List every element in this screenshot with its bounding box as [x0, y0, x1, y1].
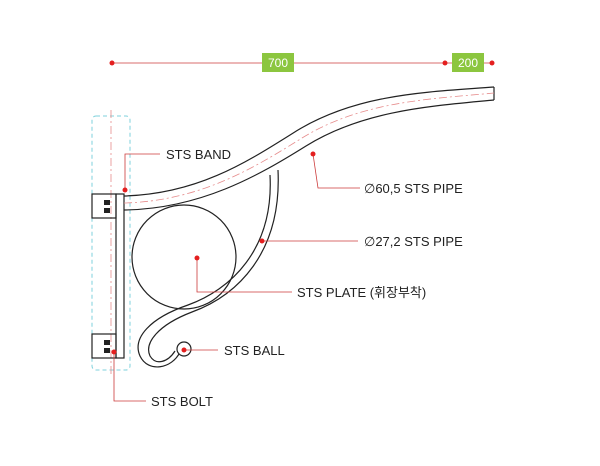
dimension-line — [109, 60, 495, 66]
leader-dots — [111, 151, 316, 355]
dim-200: 200 — [452, 53, 484, 72]
plate-circle — [131, 204, 237, 310]
label-pipe-60: ∅60,5 STS PIPE — [364, 181, 463, 196]
large-pipe-centerline — [123, 92, 495, 204]
leader-lines — [113, 153, 360, 402]
large-pipe — [123, 86, 495, 211]
label-sts-band: STS BAND — [166, 147, 231, 162]
dim-700: 700 — [262, 53, 294, 72]
label-sts-plate: STS PLATE (휘장부착) — [297, 285, 426, 300]
label-pipe-27: ∅27,2 STS PIPE — [364, 234, 463, 249]
dim-200-text: 200 — [458, 56, 478, 70]
mount-plate — [91, 193, 125, 359]
bolt-heads — [104, 200, 110, 353]
dim-700-text: 700 — [268, 56, 288, 70]
label-sts-bolt: STS BOLT — [151, 394, 213, 409]
small-pipe — [137, 169, 279, 368]
label-sts-ball: STS BALL — [224, 343, 285, 358]
